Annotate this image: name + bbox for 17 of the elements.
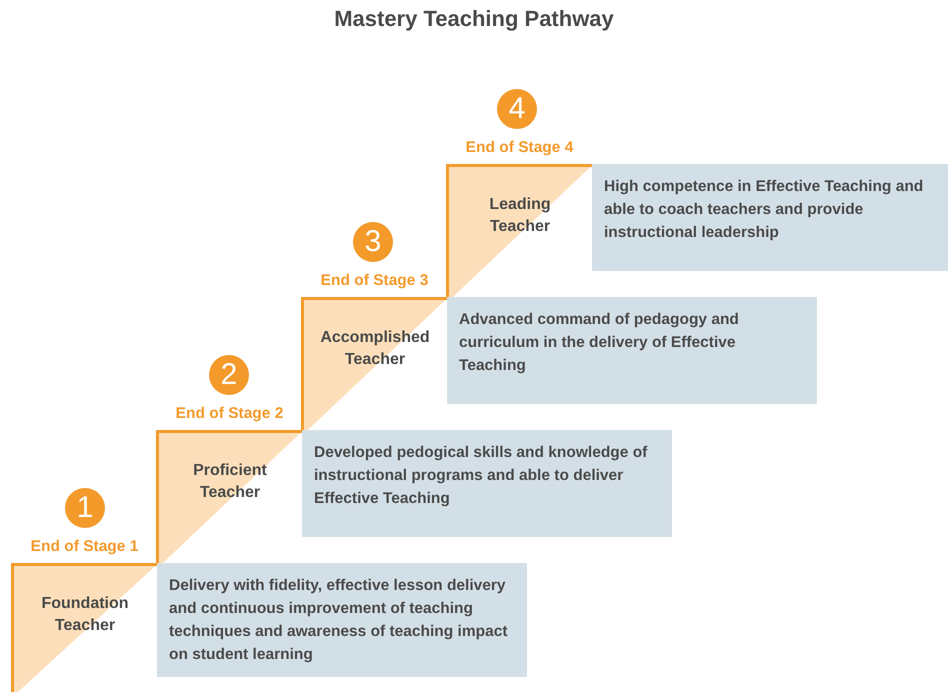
step-label: Proficient Teacher bbox=[192, 461, 268, 503]
stage-number-badge: 3 bbox=[353, 222, 393, 262]
description-panel: Delivery with fidelity, effective lesson delivery and continuous improvement of teaching techniques and awareness of teaching impact on student learning bbox=[157, 563, 527, 677]
diagram-title: Mastery Teaching Pathway bbox=[334, 6, 614, 32]
stage-number-badge: 2 bbox=[209, 355, 249, 395]
step-label: Accomplished Teacher bbox=[320, 328, 430, 370]
stage-heading: End of Stage 1 bbox=[30, 537, 140, 557]
step-label: Foundation Teacher bbox=[40, 594, 130, 636]
stage-heading: End of Stage 4 bbox=[464, 138, 574, 158]
description-panel: Advanced command of pedagogy and curriculum in the delivery of Effective Teaching bbox=[447, 297, 817, 404]
step-label: Leading Teacher bbox=[488, 195, 552, 237]
description-panel: High competence in Effective Teaching and able to coach teachers and provide instructional leadership bbox=[592, 164, 948, 271]
description-panel: Developed pedogical skills and knowledge of instructional programs and able to deliver Effective Teaching bbox=[302, 430, 672, 537]
stage-heading: End of Stage 3 bbox=[320, 271, 430, 291]
stage-heading: End of Stage 2 bbox=[174, 404, 284, 424]
stage-number-badge: 4 bbox=[497, 89, 537, 129]
stage-number-badge: 1 bbox=[65, 488, 105, 528]
